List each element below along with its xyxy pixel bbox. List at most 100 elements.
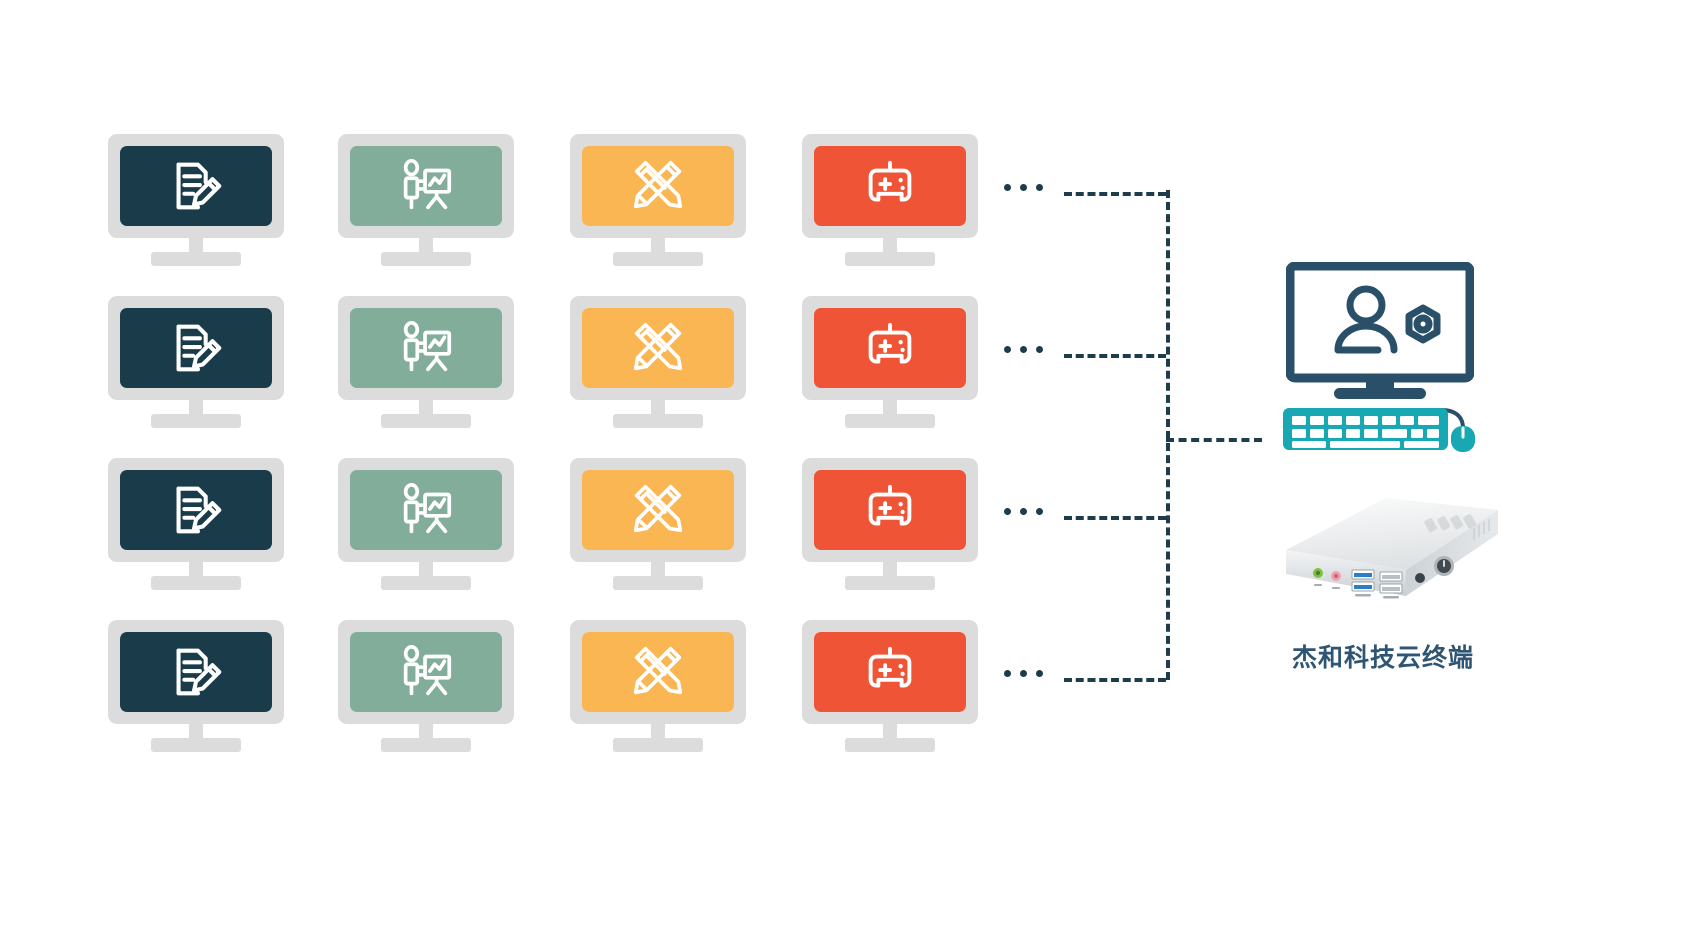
row-ellipsis-r3 (1004, 508, 1043, 515)
monitor-base (381, 576, 471, 590)
game-controller-icon (868, 322, 912, 364)
connector-branch-r4 (1064, 678, 1166, 682)
monitor-base (151, 252, 241, 266)
client-monitor-office-r1[interactable] (108, 134, 284, 266)
client-monitor-gaming-r3[interactable] (802, 458, 978, 590)
presentation-icon (403, 320, 452, 372)
monitor-screen (582, 146, 734, 226)
ellipsis-dot (1004, 670, 1011, 677)
monitor-base (381, 252, 471, 266)
monitor-neck (651, 400, 665, 418)
monitor-neck (651, 562, 665, 580)
connector-branch-r3 (1064, 516, 1166, 520)
monitor-base (613, 576, 703, 590)
client-monitor-training-r4[interactable] (338, 620, 514, 752)
presentation-icon (403, 482, 452, 534)
client-monitor-office-r3[interactable] (108, 458, 284, 590)
presentation-icon (403, 644, 452, 696)
client-monitor-training-r1[interactable] (338, 134, 514, 266)
monitor-base (845, 414, 935, 428)
document-pencil-icon (176, 162, 222, 210)
monitor-base (845, 252, 935, 266)
client-monitor-design-r4[interactable] (570, 620, 746, 752)
host-label: 杰和科技云终端 (1291, 643, 1474, 672)
document-pencil-icon (176, 486, 222, 534)
ellipsis-dot (1020, 346, 1027, 353)
client-monitor-design-r1[interactable] (570, 134, 746, 266)
host-monitor[interactable] (1285, 261, 1475, 402)
client-monitor-training-r3[interactable] (338, 458, 514, 590)
monitor-neck (419, 562, 433, 580)
power-jack (1415, 573, 1425, 583)
monitor-neck (883, 238, 897, 256)
monitor-neck (883, 400, 897, 418)
monitor-neck (189, 238, 203, 256)
monitor-neck (651, 238, 665, 256)
game-controller-icon (868, 160, 912, 202)
monitor-neck (651, 724, 665, 742)
device-vents (1473, 519, 1490, 540)
monitor-screen (582, 632, 734, 712)
monitor-base (151, 576, 241, 590)
client-monitor-office-r4[interactable] (108, 620, 284, 752)
client-monitor-office-r2[interactable] (108, 296, 284, 428)
client-monitor-design-r2[interactable] (570, 296, 746, 428)
connector-branch-r1 (1064, 192, 1166, 196)
monitor-screen (814, 146, 966, 226)
client-monitor-gaming-r1[interactable] (802, 134, 978, 266)
ellipsis-dot (1004, 346, 1011, 353)
monitor-screen (350, 470, 502, 550)
host-mini-pc[interactable] (1268, 492, 1500, 622)
presentation-icon (403, 158, 452, 210)
monitor-base (845, 738, 935, 752)
user-settings-icon (1334, 285, 1441, 354)
monitor-neck (189, 400, 203, 418)
monitor-screen (120, 632, 272, 712)
monitor-screen (814, 632, 966, 712)
monitor-screen (814, 470, 966, 550)
monitor-base (151, 414, 241, 428)
ellipsis-dot (1004, 508, 1011, 515)
monitor-screen (120, 308, 272, 388)
host-keyboard-mouse[interactable] (1283, 404, 1483, 452)
monitor-neck (189, 562, 203, 580)
monitor-screen (582, 470, 734, 550)
client-monitor-training-r2[interactable] (338, 296, 514, 428)
device-brand-logo (1424, 514, 1477, 533)
monitor-neck (883, 562, 897, 580)
game-controller-icon (868, 484, 912, 526)
monitor-neck (189, 724, 203, 742)
monitor-base (381, 414, 471, 428)
client-monitor-gaming-r4[interactable] (802, 620, 978, 752)
connector-bus-vertical (1166, 190, 1170, 680)
document-pencil-icon (176, 324, 222, 372)
monitor-neck (883, 724, 897, 742)
ellipsis-dot (1036, 670, 1043, 677)
mouse-icon (1451, 426, 1475, 452)
host-monitor-shape (1285, 261, 1475, 399)
pencil-ruler-icon (633, 484, 683, 533)
ellipsis-dot (1020, 184, 1027, 191)
document-pencil-icon (176, 648, 222, 696)
ellipsis-dot (1020, 670, 1027, 677)
monitor-base (845, 576, 935, 590)
ellipsis-dot (1036, 184, 1043, 191)
monitor-neck (419, 238, 433, 256)
monitor-base (151, 738, 241, 752)
monitor-neck (419, 400, 433, 418)
mini-pc-icon (1286, 498, 1498, 599)
monitor-screen (582, 308, 734, 388)
device-port-panel (1313, 556, 1454, 599)
game-controller-icon (868, 646, 912, 688)
ellipsis-dot (1004, 184, 1011, 191)
ellipsis-dot (1036, 346, 1043, 353)
connector-to-host (1166, 438, 1262, 442)
client-monitor-gaming-r2[interactable] (802, 296, 978, 428)
connector-branch-r2 (1064, 354, 1166, 358)
monitor-base (613, 252, 703, 266)
monitor-screen (350, 308, 502, 388)
client-monitor-design-r3[interactable] (570, 458, 746, 590)
monitor-neck (419, 724, 433, 742)
monitor-base (613, 414, 703, 428)
